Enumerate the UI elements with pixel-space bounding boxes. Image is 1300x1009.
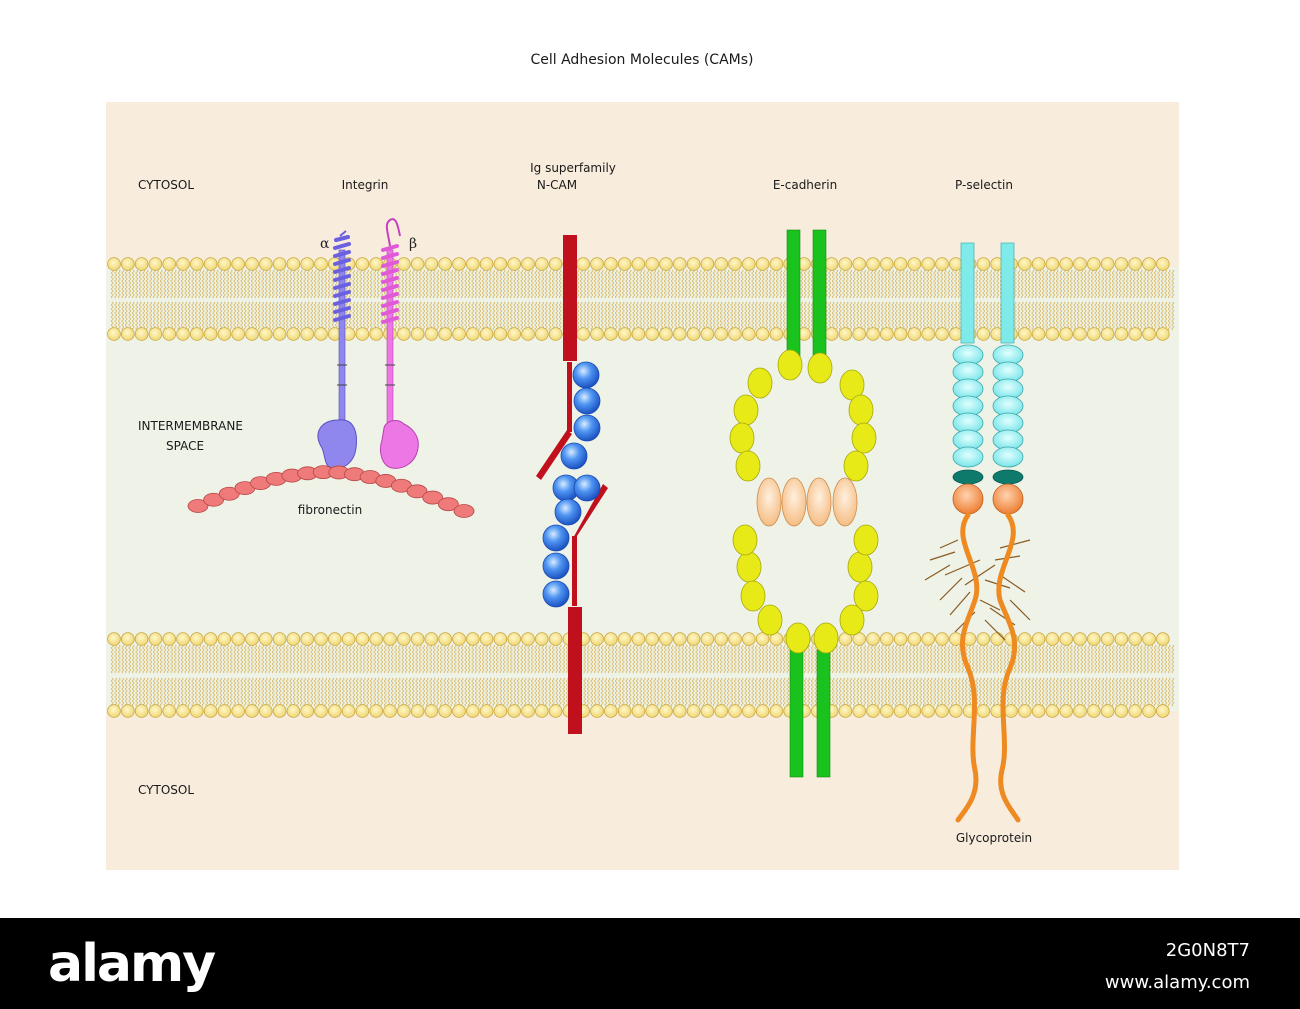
watermark-logo: alamy (48, 934, 216, 994)
label-space: SPACE (166, 439, 204, 453)
cytosol-top-region (106, 102, 1179, 267)
watermark-image-id: 2G0N8T7 (1165, 940, 1250, 961)
label-ncam: N-CAM (537, 178, 577, 192)
membrane-top (107, 257, 1175, 341)
label-glycoprotein: Glycoprotein (956, 831, 1032, 845)
ncam-ig-domains (542, 361, 601, 608)
cytosol-bottom-region (106, 711, 1179, 870)
fibronectin-chain (187, 465, 475, 518)
label-integrin: Integrin (342, 178, 389, 192)
pselectin (960, 242, 1015, 344)
label-cytosol-top: CYTOSOL (138, 178, 194, 192)
watermark-url: www.alamy.com (1104, 972, 1250, 993)
label-ecadherin: E-cadherin (773, 178, 837, 192)
label-fibronectin: fibronectin (298, 503, 362, 517)
ecadherin (786, 229, 831, 778)
label-pselectin: P-selectin (955, 178, 1013, 192)
label-ig-superfamily: Ig superfamily (530, 161, 616, 175)
label-intermembrane: INTERMEMBRANE (138, 419, 243, 433)
label-alpha: α (320, 236, 330, 252)
watermark-footer: alamy 2G0N8T7 www.alamy.com (0, 918, 1300, 1009)
diagram-title: Cell Adhesion Molecules (CAMs) (530, 52, 753, 68)
label-cytosol-bottom: CYTOSOL (138, 783, 194, 797)
label-beta: β (409, 236, 417, 252)
membrane-bottom (107, 632, 1175, 718)
glycoprotein (924, 512, 1031, 823)
ncam (536, 235, 608, 734)
cadherin-domains (729, 349, 879, 654)
selectin-domains (952, 344, 1024, 515)
integrin (317, 218, 419, 469)
